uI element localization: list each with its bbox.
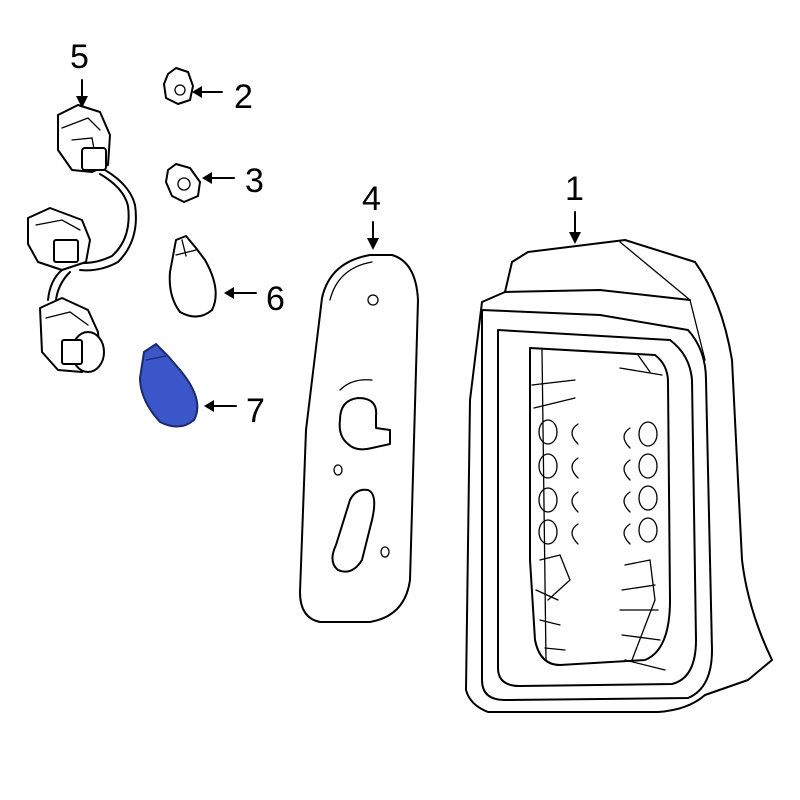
part-6-bulb[interactable]: [168, 235, 217, 318]
callout-1-label: 1: [565, 170, 584, 208]
part-5-wiring-harness[interactable]: [27, 104, 137, 373]
callout-4-label: 4: [362, 180, 381, 218]
callout-4: 4: [362, 180, 381, 250]
part-1-tail-lamp-housing[interactable]: [465, 239, 773, 713]
callout-5: 5: [70, 38, 89, 108]
part-4-gasket[interactable]: [299, 254, 419, 623]
callout-7: 7: [204, 392, 265, 430]
callout-5-label: 5: [70, 38, 89, 76]
callout-6: 6: [224, 280, 285, 318]
callout-1: 1: [565, 170, 584, 244]
part-7-bulb-highlighted[interactable]: [138, 342, 199, 428]
callout-3: 3: [202, 162, 264, 200]
part-3-socket[interactable]: [165, 163, 201, 203]
callout-7-label: 7: [246, 392, 265, 430]
led-array-right: [623, 421, 658, 545]
callout-3-label: 3: [245, 162, 264, 200]
part-2-socket[interactable]: [163, 67, 194, 105]
callout-6-label: 6: [266, 280, 285, 318]
led-array-left: [538, 419, 579, 545]
callout-2-label: 2: [234, 78, 253, 116]
callout-2: 2: [192, 78, 253, 116]
